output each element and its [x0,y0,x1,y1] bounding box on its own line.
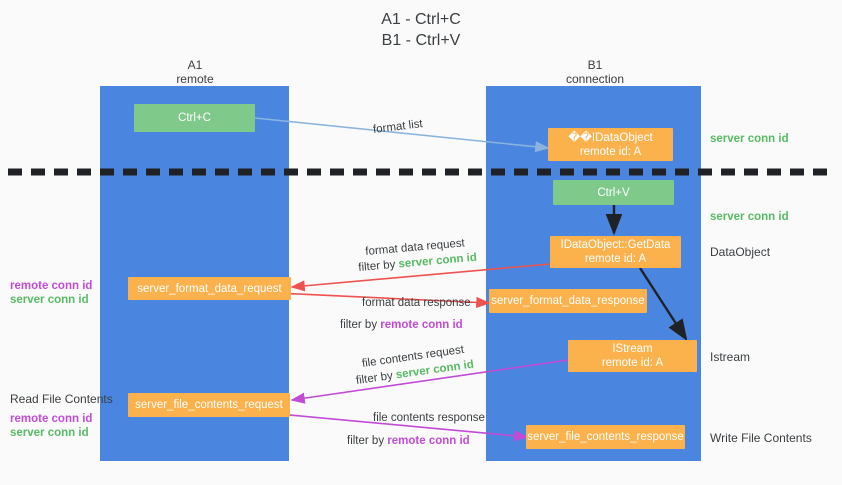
annotation-remote-conn-id-upper: remote conn id [10,280,93,292]
node-istream-sublabel: remote id: A [601,357,664,369]
node-getdata-sublabel: remote id: A [584,253,647,265]
edge-getdata-to-istream [638,267,688,342]
node-istream-label: IStream [612,343,653,355]
node-idataobject-sublabel: remote id: A [579,145,642,158]
node-idataobject[interactable]: ��IDataObject remote id: A [548,128,673,161]
node-server-format-data-request[interactable]: server_format_data_request [128,277,291,300]
edge-format-list [254,117,550,153]
edge-label-format-data-response-filter: filter by remote conn id [340,318,463,332]
annotation-server-conn-id-upper: server conn id [10,294,89,306]
node-ctrl-c[interactable]: Ctrl+C [134,104,255,132]
annotation-remote-conn-id-lower: remote conn id [10,413,93,425]
node-ctrl-v[interactable]: Ctrl+V [553,180,674,205]
edge-label-format-data-response: format data response [362,297,471,309]
node-server-file-contents-response-label: server_file_contents_response [527,431,684,443]
edge-label-file-contents-response-filter: filter by remote conn id [347,434,470,448]
column-header-b1: B1 connection [525,58,665,86]
node-server-file-contents-response[interactable]: server_file_contents_response [526,425,685,449]
annotation-write-file-contents: Write File Contents [710,431,812,445]
node-server-file-contents-request-label: server_file_contents_request [135,399,283,411]
node-ctrl-c-label: Ctrl+C [178,112,211,124]
column-b1-sub: connection [565,72,625,86]
edge-format-data-request [290,263,551,292]
title-line-1: A1 - Ctrl+C [381,11,461,28]
node-getdata-label: IDataObject::GetData [560,239,671,251]
node-ctrl-v-label: Ctrl+V [597,186,630,199]
annotation-server-conn-id-mid: server conn id [710,211,789,223]
node-server-format-data-response[interactable]: server_format_data_response [489,289,647,313]
annotation-server-conn-id-lower: server conn id [10,427,89,439]
remote-conn-id-text-1: remote conn id [380,319,463,331]
node-server-format-data-request-label: server_format_data_request [137,282,282,295]
node-server-file-contents-request[interactable]: server_file_contents_request [128,393,290,417]
title-line-2: B1 - Ctrl+V [381,32,461,49]
annotation-server-conn-id-top: server conn id [710,133,789,145]
column-a1-sub: remote [176,72,214,86]
column-header-a1: A1 remote [125,58,265,86]
node-server-format-data-response-label: server_format_data_response [491,295,645,307]
node-idataobject-label: ��IDataObject [568,131,653,144]
annotation-istream: Istream [710,350,751,364]
edge-label-file-contents-response: file contents response [373,412,485,424]
annotation-dataobject: DataObject [710,245,771,259]
annotation-read-file-contents: Read File Contents [10,392,113,406]
filter-by-text-4: filter by [347,435,385,447]
column-b1-name: B1 [587,58,603,72]
column-a1-name: A1 [187,58,203,72]
remote-conn-id-text-2: remote conn id [387,435,470,447]
filter-by-text-2: filter by [340,319,378,331]
node-idataobject-getdata[interactable]: IDataObject::GetData remote id: A [550,236,681,268]
diagram-title: A1 - Ctrl+C B1 - Ctrl+V [0,9,842,51]
filter-by-text-1: filter by [357,258,396,275]
edge-file-contents-request [290,359,569,404]
node-istream[interactable]: IStream remote id: A [568,340,697,372]
